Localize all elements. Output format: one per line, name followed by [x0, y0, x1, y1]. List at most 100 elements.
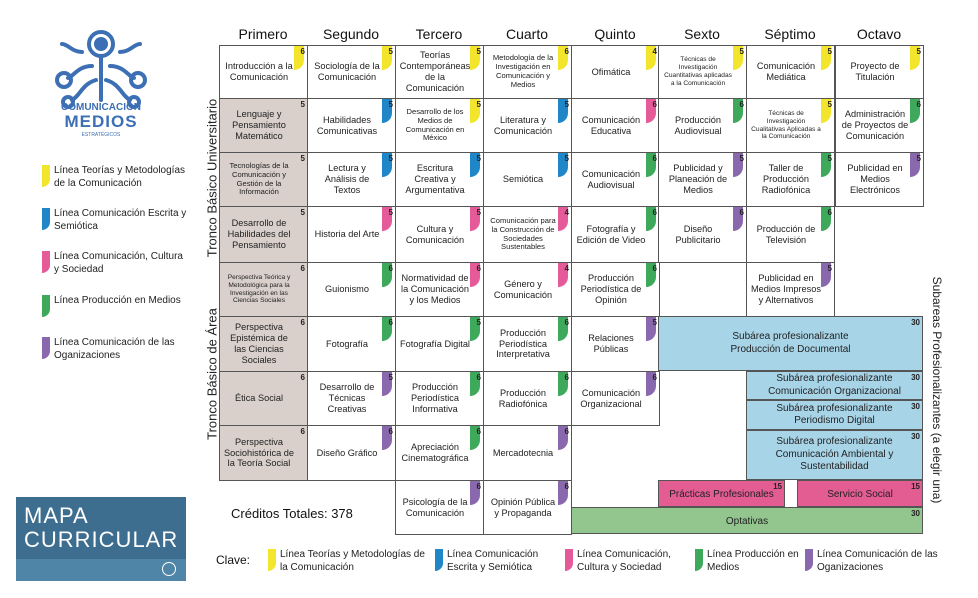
line-tag-icon: [821, 99, 831, 123]
clave-label-text: Línea Teorías y Metodologías de la Comun…: [280, 549, 425, 573]
clave-label-text: Línea Producción en Medios: [707, 549, 799, 573]
legend-label: Línea Teorías y Metodologías de la Comun…: [54, 165, 186, 189]
credit-label: 6: [564, 47, 569, 56]
credit-label: 5: [300, 100, 305, 109]
credit-label: 6: [564, 373, 569, 382]
credit-label: 6: [652, 208, 657, 217]
credit-label: 6: [564, 427, 569, 436]
logo-mark-icon: [55, 30, 147, 109]
line-tag-icon: [558, 153, 568, 177]
subject-name: Diseño Publicitario: [675, 223, 721, 245]
line-tag-icon: [382, 426, 392, 450]
subject-name: Publicidad y Planeación de Medios: [668, 163, 728, 195]
line-tag-icon: [470, 317, 480, 341]
subject-name: Lenguaje y Pensamiento Matemático: [232, 109, 286, 141]
subarea-title: Subárea profesionalizante: [776, 373, 893, 384]
credit-label: 6: [652, 154, 657, 163]
seal-icon: [162, 562, 176, 576]
credit-label: 30: [911, 432, 920, 441]
clave-label-text: Línea Comunicación Escrita y Semiótica: [447, 549, 539, 573]
line-tag-icon: [558, 481, 568, 505]
subject-name: Comunicación Educativa: [581, 114, 641, 136]
credit-label: 30: [911, 509, 920, 518]
subject-name: Escritura Creativa y Argumentativa: [405, 163, 465, 195]
subject-name: Comunicación Organizacional: [580, 387, 642, 409]
subarea-name: Periodismo Digital: [794, 415, 875, 426]
optativas: 30 Optativas: [571, 507, 923, 534]
line-tag-icon: [558, 99, 568, 123]
subject-name: Taller de Producción Radiofónica: [761, 163, 811, 195]
subarea-name: Comunicación Ambiental y Sustentabilidad: [775, 448, 894, 473]
credit-label: 30: [911, 402, 920, 411]
credit-label: 6: [564, 318, 569, 327]
credit-label: 6: [300, 47, 305, 56]
credit-label: 5: [476, 154, 481, 163]
subject-name: Tecnologías de la Comunicación y Gestión…: [229, 160, 289, 197]
semester-header: Segundo: [322, 26, 380, 42]
legend-swatch-icon: [42, 165, 50, 187]
subject-name: Normatividad de la Comunicación y los Me…: [401, 273, 469, 305]
subject-name: Ética Social: [234, 393, 283, 404]
subject-name: Apreciación Cinematográfica: [401, 442, 469, 463]
subject-name: Producción Periodística Interpretativa: [496, 327, 550, 360]
line-tag-icon: [646, 372, 656, 396]
line-tag-icon: [382, 317, 392, 341]
subject-name: Comunicación Audiovisual: [581, 168, 641, 190]
credit-label: 5: [300, 208, 305, 217]
